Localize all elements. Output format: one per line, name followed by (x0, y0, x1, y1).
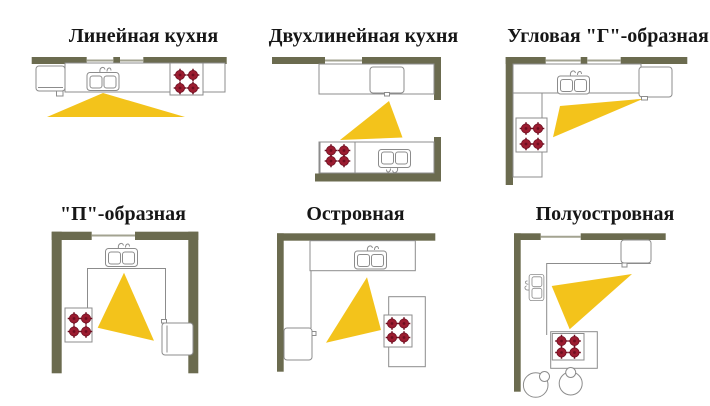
stove-icon (551, 333, 585, 361)
stool-icon (558, 367, 583, 396)
work-triangle (326, 277, 381, 343)
sink-icon (524, 273, 545, 302)
walls (31, 57, 227, 64)
fridge-icon (161, 319, 194, 356)
diagram-title: "П"-образная (60, 203, 186, 225)
walls (505, 57, 688, 185)
work-triangle (551, 274, 632, 330)
diagram-title: Угловая "Г"-образная (507, 25, 709, 47)
stove-icon (169, 62, 204, 96)
diagram-title: Полуостровная (535, 203, 675, 225)
fridge-icon (283, 327, 317, 361)
counter-edge (87, 268, 166, 323)
floor-plan-peninsula (514, 233, 666, 398)
work-triangle (340, 101, 403, 140)
fridge-icon (35, 65, 66, 97)
stove-icon (319, 141, 356, 174)
work-triangle (47, 93, 185, 117)
walls (514, 233, 666, 392)
work-triangle (97, 272, 154, 341)
work-triangle (553, 98, 644, 138)
floor-plan-linear (31, 57, 227, 117)
diagram-title: Островная (306, 203, 405, 225)
sink-icon (105, 242, 138, 267)
panel-peninsula-kitchen: Полуостровная (474, 200, 710, 406)
fridge-icon (620, 239, 652, 268)
panel-island-kitchen: Островная (237, 200, 474, 406)
floor-plan-galley (272, 57, 441, 182)
walls (51, 231, 199, 374)
diagram-title: Линейная кухня (68, 25, 219, 47)
stove-icon (64, 307, 94, 343)
panel-linear-kitchen: Линейная кухня (0, 0, 237, 200)
stove-icon (383, 314, 413, 348)
diagram-title: Двухлинейная кухня (268, 25, 459, 47)
floor-plan-u-shaped (51, 231, 199, 374)
floor-plan-island (277, 233, 436, 372)
stove-icon (515, 117, 548, 153)
counter-edge (546, 263, 651, 335)
panel-galley-kitchen: Двухлинейная кухня (237, 0, 474, 200)
panel-l-shaped-kitchen: Угловая "Г"-образная (474, 0, 710, 200)
fridge-icon (369, 66, 405, 97)
stool-icon (522, 371, 550, 398)
walls (277, 233, 436, 372)
walls (272, 57, 441, 182)
fridge-icon (638, 66, 673, 101)
floor-plan-l-shaped (505, 57, 688, 185)
panel-u-shaped-kitchen: "П"-образная (0, 200, 237, 406)
